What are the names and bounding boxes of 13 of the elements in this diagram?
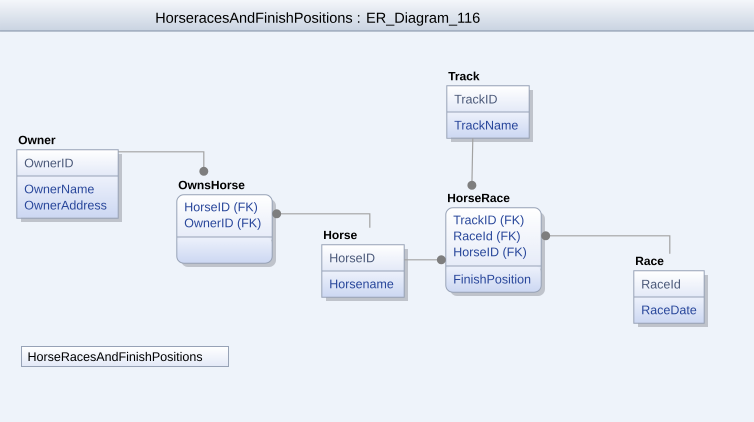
relationship-line [467,138,476,190]
relationship-line [118,151,208,176]
entity-name: Track [448,72,480,80]
relationship-line [404,255,446,264]
entity-name: Race [636,256,664,266]
relationship-line [541,231,670,254]
title: HorseracesAndFinishPositions : ER_Diagram_116 [156,12,480,26]
entity-name: HorseRace [448,194,510,202]
name-box: HorseRacesAndFinishPositions [21,346,229,367]
entity-name: Horse [324,230,357,240]
entity-name: OwnsHorse [178,180,244,190]
relationship-line [272,209,370,228]
entity-name: Owner [18,136,56,144]
